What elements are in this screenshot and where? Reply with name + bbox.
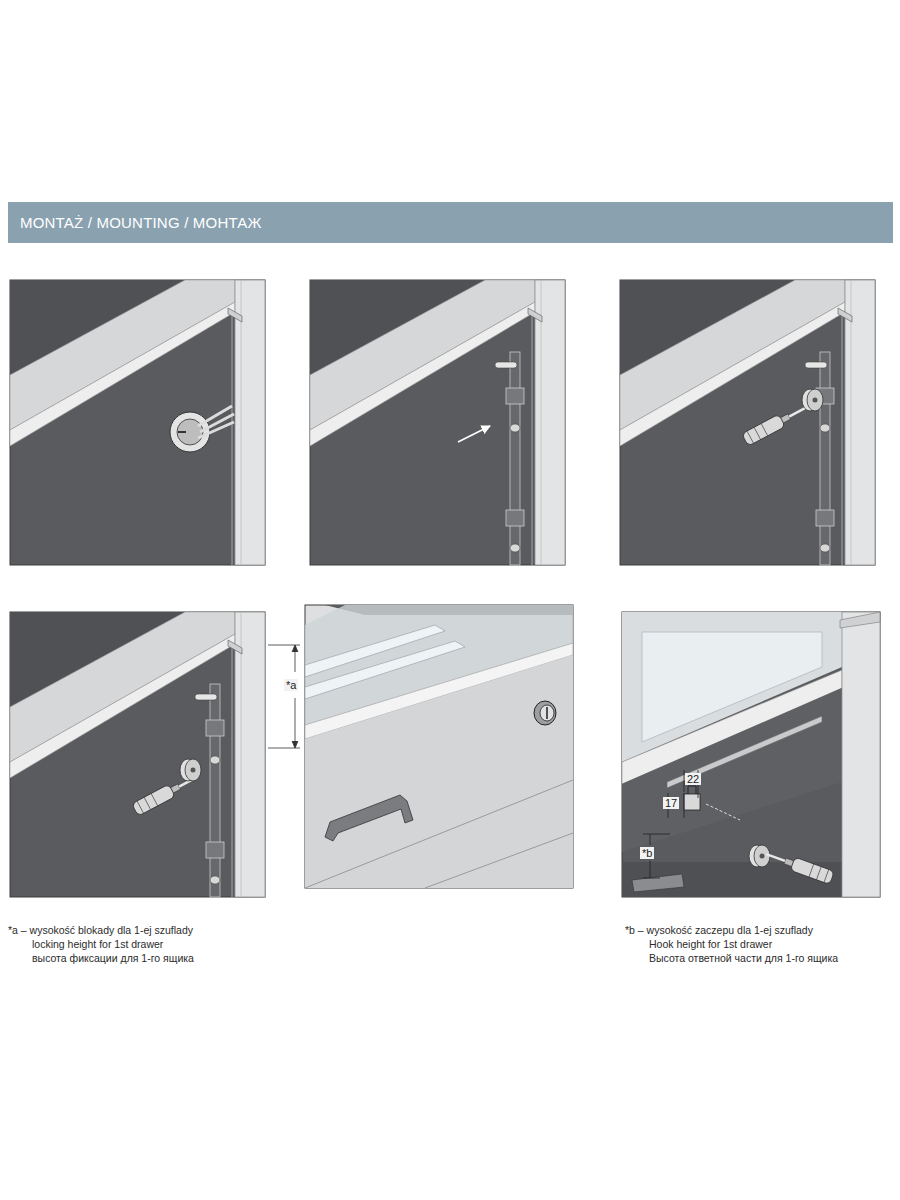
header-band: MONTAŻ / MOUNTING / МОНТАЖ [8,202,893,243]
footnote: высота фиксации для 1-го ящика [32,952,194,965]
step-4-locking-height [10,612,265,897]
dimension-label: *b [640,847,654,859]
dimension-label: *a [284,679,298,691]
footnote: *a – wysokość blokady dla 1-ej szuflady [8,924,193,937]
dimension-a [268,645,300,748]
footnote: *b – wysokość zaczepu dla 1-ej szuflady [625,924,813,937]
step-1-drilling [10,280,265,565]
step-2-rail [310,280,565,565]
footnote: locking height for 1st drawer [32,938,163,951]
footnote: Высота ответной части для 1-го ящика [649,952,838,965]
step-3-screwing [620,280,875,565]
dimension-label: 22 [685,773,701,785]
section-title: MONTAŻ / MOUNTING / МОНТАЖ [8,202,893,243]
step-5-drawer-lock [305,605,573,888]
footnote: Hook height for 1st drawer [649,938,772,951]
step-6-hook [622,612,880,897]
dimension-label: 17 [663,797,679,809]
dimension-lines-b [643,770,698,878]
